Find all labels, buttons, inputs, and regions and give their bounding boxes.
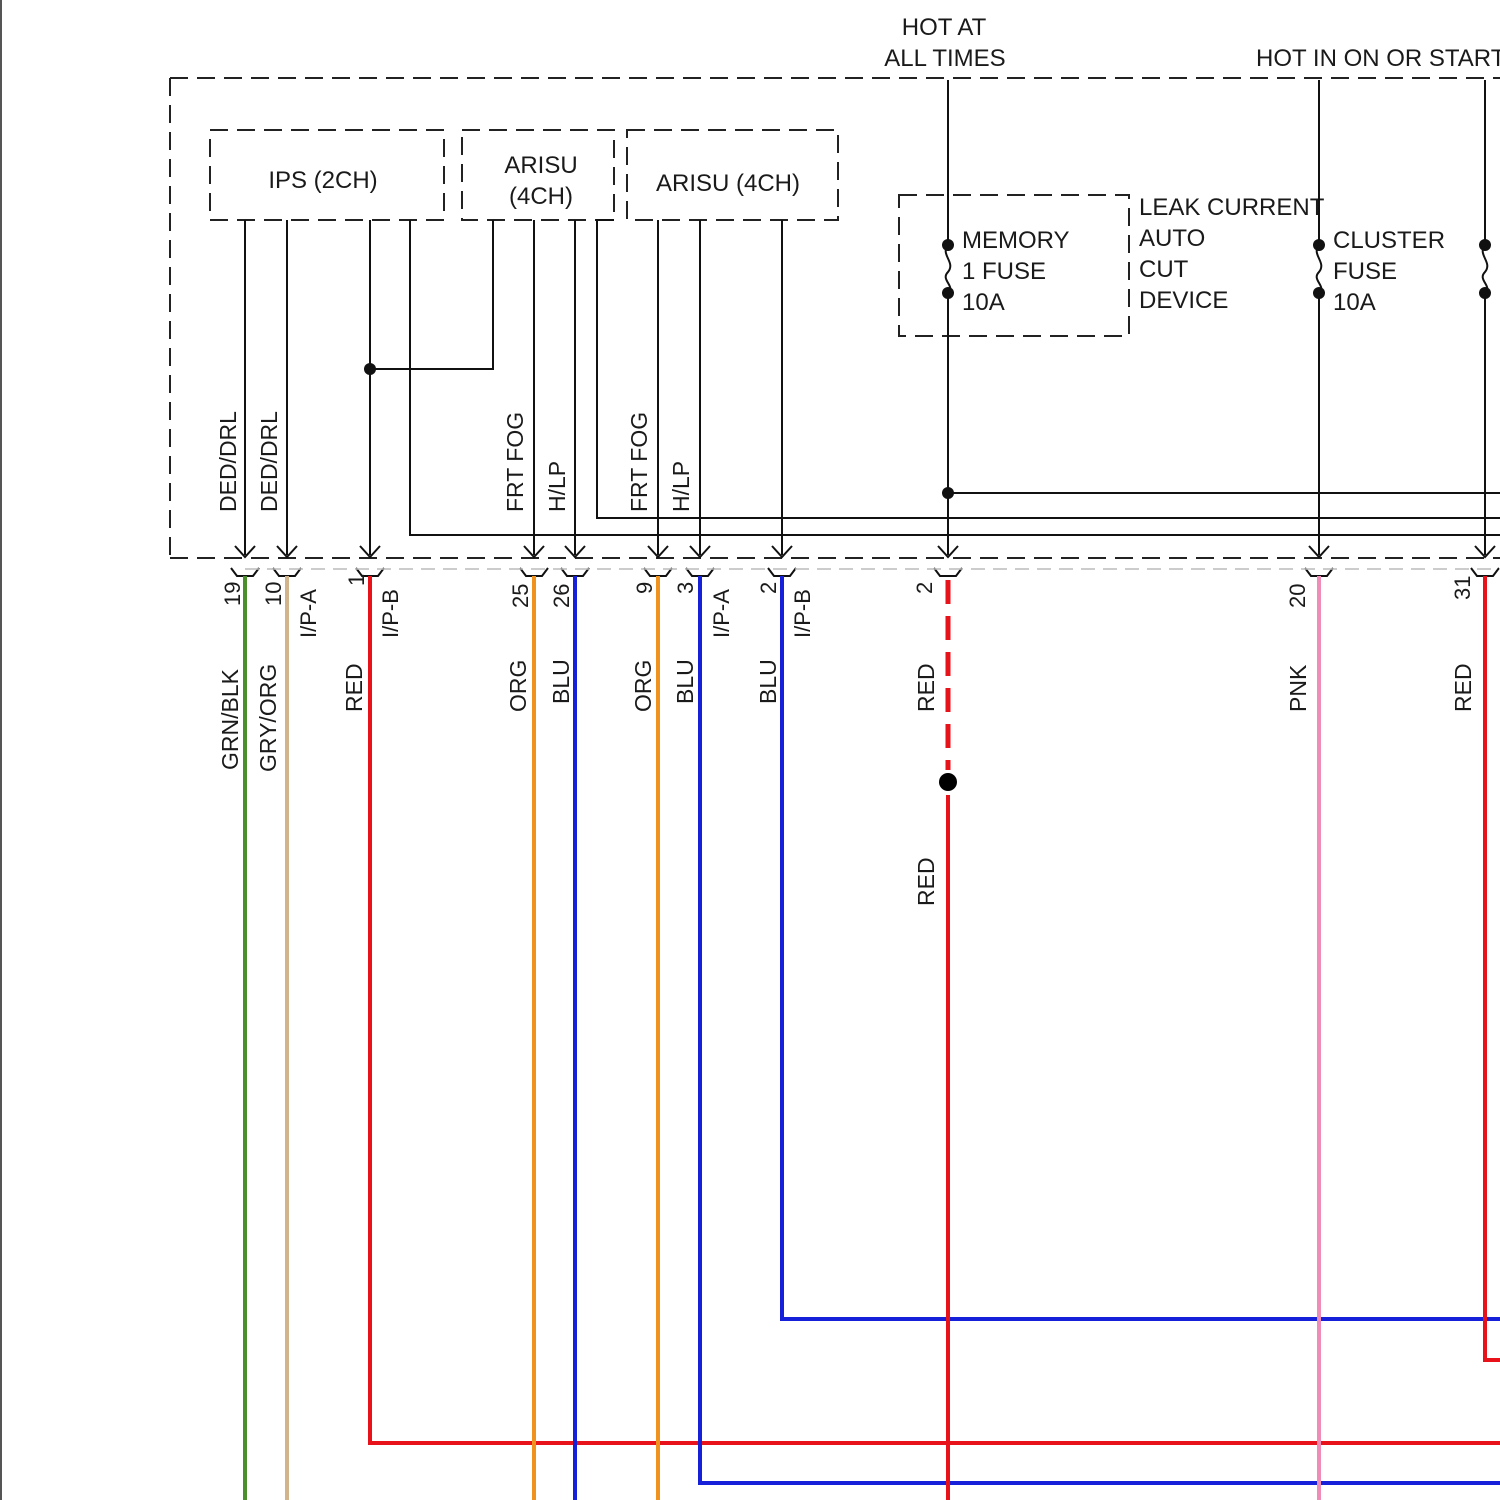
signal-label-frt-fog-2: FRT FOG: [626, 412, 652, 512]
wire-label-red-31: RED: [1450, 663, 1476, 712]
pin-26: 26: [549, 584, 574, 608]
signal-label-hlp-1: H/LP: [544, 461, 570, 512]
wire-label-org-1: ORG: [505, 660, 531, 712]
pin-25: 25: [508, 584, 533, 608]
wire-red-31: [1485, 576, 1500, 1360]
pin-20: 20: [1285, 584, 1310, 608]
leak-current-label-2: AUTO: [1139, 225, 1205, 252]
signal-label-ded-drl-2: DED/DRL: [256, 411, 282, 512]
arisu-label-b: ARISU (4CH): [656, 170, 800, 197]
pin-3: 3: [673, 582, 698, 594]
wire-label-org-2: ORG: [630, 660, 656, 712]
signal-label-hlp-2: H/LP: [668, 461, 694, 512]
wire-blu-2: [700, 576, 1500, 1483]
wire-label-red-1: RED: [341, 663, 367, 712]
wire-label-blu-2: BLU: [672, 659, 698, 704]
memory-fuse-label-3: 10A: [962, 289, 1005, 316]
internal-wiring: [245, 80, 1500, 555]
cluster-fuse-label-3: 10A: [1333, 289, 1376, 316]
external-wires: [245, 576, 1500, 1500]
leak-current-label-4: DEVICE: [1139, 287, 1228, 314]
pin-19: 19: [220, 582, 245, 606]
signal-label-ded-drl-1: DED/DRL: [215, 411, 241, 512]
pin-2-ipb: 2: [756, 582, 781, 594]
pin-10: 10: [261, 582, 286, 606]
memory-fuse-label-1: MEMORY: [962, 227, 1070, 254]
arisu-label-a-line2: (4CH): [509, 183, 573, 210]
wire-label-red-memory: RED: [913, 663, 939, 712]
leak-current-label-1: LEAK CURRENT: [1139, 194, 1325, 221]
connector-ip-b-1: I/P-B: [378, 589, 403, 638]
pin-9: 9: [632, 582, 657, 594]
connector-ip-a-1: I/P-A: [296, 589, 321, 638]
wire-blu-3: [782, 576, 1500, 1319]
ips-2ch-label: IPS (2CH): [268, 167, 377, 194]
cluster-fuse-label-2: FUSE: [1333, 258, 1397, 285]
hot-in-on-or-start-label: HOT IN ON OR START: [1256, 45, 1500, 72]
pin-2-memory: 2: [912, 582, 937, 594]
wire-label-blu-3: BLU: [755, 659, 781, 704]
splice-point: [939, 773, 957, 791]
pin-31: 31: [1450, 576, 1475, 600]
arisu-label-a-line1: ARISU: [504, 152, 577, 179]
wire-label-grn-blk: GRN/BLK: [217, 668, 243, 770]
leak-current-label-3: CUT: [1139, 256, 1189, 283]
wire-label-blu-1: BLU: [548, 659, 574, 704]
memory-fuse-label-2: 1 FUSE: [962, 258, 1046, 285]
connector-ip-b-2: I/P-B: [790, 589, 815, 638]
signal-label-frt-fog-1: FRT FOG: [502, 412, 528, 512]
wire-label-pnk: PNK: [1285, 664, 1311, 712]
pin-1: 1: [344, 574, 369, 586]
cluster-fuse-label-1: CLUSTER: [1333, 227, 1445, 254]
wire-label-red-splice: RED: [913, 857, 939, 906]
connector-pin-symbols: [231, 546, 1500, 576]
wire-label-gry-org: GRY/ORG: [255, 664, 281, 772]
hot-at-all-times-label-2: ALL TIMES: [884, 45, 1005, 72]
hot-at-all-times-label-1: HOT AT: [902, 14, 987, 41]
connector-ip-a-2: I/P-A: [709, 589, 734, 638]
